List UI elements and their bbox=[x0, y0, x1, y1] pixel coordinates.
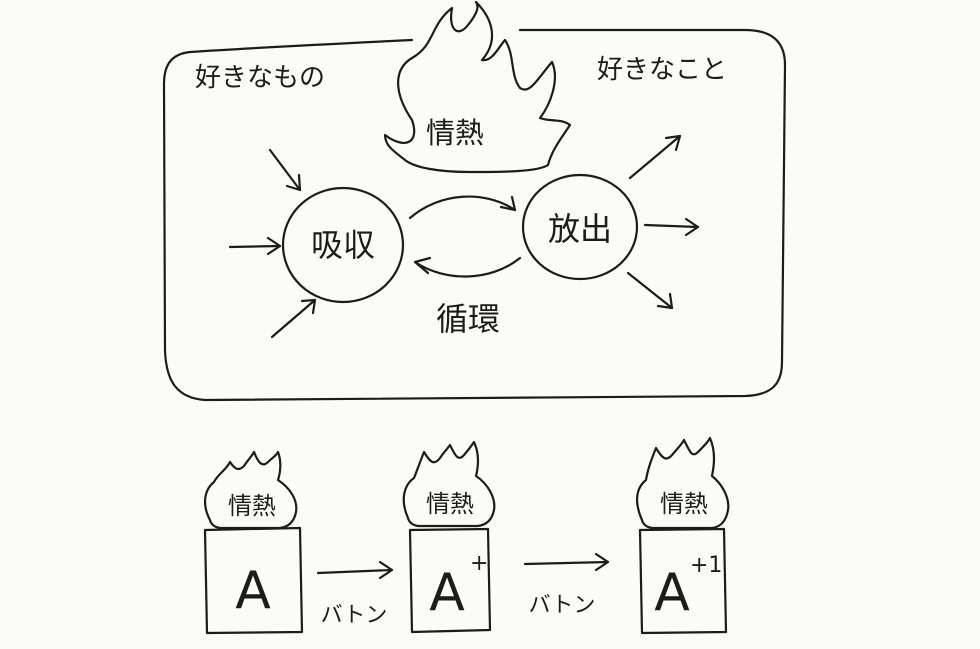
emit-label: 放出 bbox=[548, 210, 612, 248]
big-flame-label: 情熱 bbox=[426, 116, 484, 150]
baton-arrow-1 bbox=[316, 560, 394, 580]
input-arrow-bottom bbox=[270, 298, 317, 339]
output-arrow-middle bbox=[643, 217, 700, 237]
stage-3-superscript: +1 bbox=[690, 553, 722, 578]
stage-2-letter: A bbox=[429, 563, 465, 623]
baton-arrow-2 bbox=[523, 552, 610, 572]
stage-2: 情熱 A + bbox=[402, 440, 496, 634]
stage-2-superscript: + bbox=[470, 551, 488, 576]
emit-circle bbox=[521, 173, 639, 281]
stage-2-box bbox=[408, 527, 492, 634]
baton-label-2: バトン bbox=[529, 593, 596, 618]
stage-3-flame-icon bbox=[636, 436, 730, 530]
cycle-label: 循環 bbox=[436, 300, 500, 338]
stage-1-letter: A bbox=[235, 561, 271, 621]
panel-frame bbox=[162, 28, 787, 402]
input-arrow-middle bbox=[228, 236, 282, 256]
stage-1-box bbox=[203, 526, 304, 635]
stage-2-flame-icon bbox=[402, 440, 496, 528]
output-arrow-top bbox=[628, 134, 682, 180]
cycle-arrow-top bbox=[408, 195, 517, 220]
stage-3-letter: A bbox=[654, 563, 690, 623]
stage-1-flame-label: 情熱 bbox=[228, 492, 276, 520]
cycle-arrow-bottom bbox=[413, 256, 522, 278]
stage-3: 情熱 A +1 bbox=[636, 436, 730, 635]
absorb-circle bbox=[281, 186, 405, 304]
stage-2-flame-label: 情熱 bbox=[426, 490, 474, 518]
big-flame-icon bbox=[383, 0, 572, 174]
likes-things-label: 好きなもの bbox=[195, 63, 325, 93]
likes-activities-label: 好きなこと bbox=[597, 55, 727, 85]
stage-1-flame-icon bbox=[204, 450, 298, 530]
stage-3-box bbox=[638, 527, 728, 635]
stage-1: 情熱 A bbox=[203, 450, 304, 635]
baton-label-1: バトン bbox=[321, 603, 388, 628]
absorb-label: 吸収 bbox=[311, 226, 375, 264]
stage-3-flame-label: 情熱 bbox=[660, 490, 708, 518]
input-arrow-top bbox=[268, 148, 302, 192]
output-arrow-bottom bbox=[626, 271, 674, 310]
